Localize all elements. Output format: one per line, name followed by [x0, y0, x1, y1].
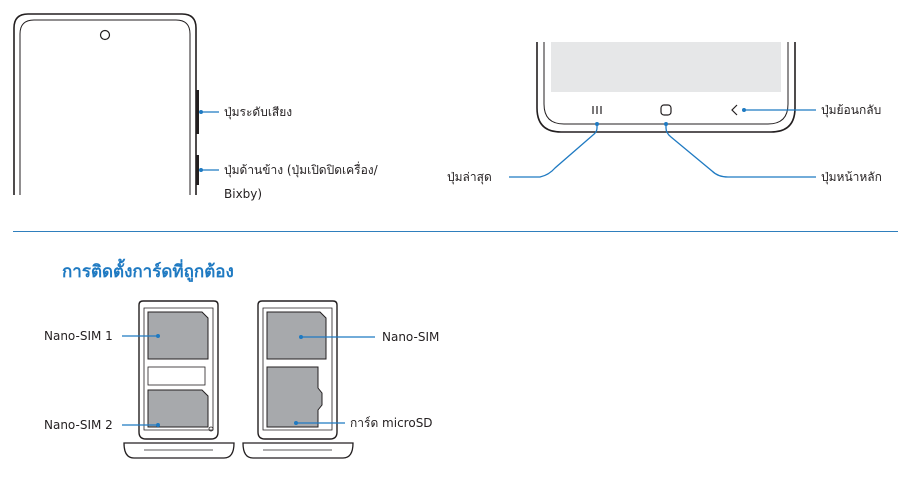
nano-sim-1-card-icon: [147, 311, 209, 360]
volume-key-label: ปุ่มระดับเสียง: [224, 105, 293, 119]
recents-key-label: ปุ่มล่าสุด: [447, 170, 492, 184]
back-icon: [731, 104, 738, 116]
microsd-card-icon: [266, 366, 323, 428]
home-key-label: ปุ่มหน้าหลัก: [821, 170, 882, 184]
nano-sim-label: Nano-SIM: [382, 330, 440, 344]
back-key-label: ปุ่มย้อนกลับ: [821, 103, 882, 117]
callout-lines: [199, 108, 816, 178]
section-divider: [13, 231, 898, 232]
front-camera-icon: [99, 29, 111, 41]
nano-sim-1-label: Nano-SIM 1: [44, 329, 113, 343]
side-key-label-cont: Bixby): [224, 187, 263, 201]
home-icon: [660, 104, 672, 116]
eject-hole-icon: [208, 426, 214, 432]
side-key-label: ปุ่มด้านข้าง (ปุ่มเปิดปิดเครื่อง/: [224, 163, 378, 177]
phone-front-illustration: [13, 13, 199, 195]
sim-tray-left: [123, 300, 235, 459]
recents-icon: [592, 106, 602, 114]
nano-sim-2-card-icon: [147, 389, 209, 428]
microsd-card-label: การ์ด microSD: [350, 416, 433, 430]
nano-sim-2-label: Nano-SIM 2: [44, 418, 113, 432]
sim-tray-right: [242, 300, 354, 459]
side-key-icon: [196, 155, 199, 185]
nano-sim-card-icon: [266, 311, 327, 360]
section-heading: การติดตั้งการ์ดที่ถูกต้อง: [62, 262, 234, 282]
phone-bottom-illustration: [536, 42, 796, 133]
volume-key-icon: [196, 90, 199, 134]
